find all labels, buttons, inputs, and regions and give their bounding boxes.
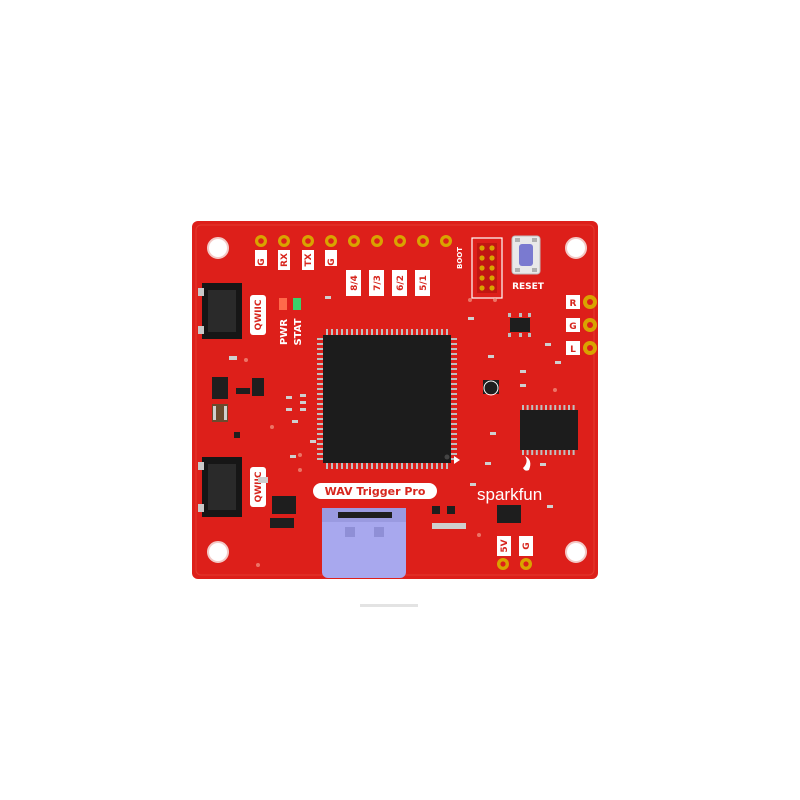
- mounting-hole: [565, 541, 587, 563]
- stat-led: [293, 298, 301, 310]
- reset-button[interactable]: [511, 235, 541, 275]
- sparkfun-logo: sparkfun: [477, 456, 542, 504]
- boot-label: BOOT: [456, 247, 464, 269]
- pin-label-g1: G: [257, 258, 267, 265]
- pin-label-5v: 5V: [500, 539, 510, 552]
- pwr-led: [279, 298, 287, 310]
- main-microcontroller: [317, 329, 457, 469]
- pin-label-g2: G: [327, 258, 337, 265]
- pin-label-tx: TX: [304, 253, 314, 266]
- qwiic-connector-bottom: [198, 457, 242, 517]
- reset-label: RESET: [512, 282, 545, 292]
- mounting-hole: [207, 237, 229, 259]
- qwiic-label-top: QWIIC: [254, 299, 264, 330]
- audio-dac-chip: [520, 405, 578, 455]
- boot-header: [471, 237, 503, 299]
- usb-c-connector: [322, 508, 406, 578]
- qwiic-connector-top: [198, 283, 242, 339]
- pin-label-8-4: 8/4: [350, 275, 360, 291]
- small-chip: [483, 380, 499, 394]
- header-labels-lower: 8/4 7/3 6/2 5/1: [346, 270, 430, 296]
- top-header-pins: [255, 235, 452, 247]
- qwiic-label-bottom-group: QWIIC: [250, 467, 266, 507]
- pin-label-g-audio: G: [569, 322, 576, 332]
- qwiic-label-bottom: QWIIC: [254, 471, 264, 502]
- pin-label-r: R: [570, 299, 577, 309]
- pin-label-5-1: 5/1: [419, 275, 429, 291]
- pin-label-rx: RX: [280, 253, 290, 267]
- pin-label-7-3: 7/3: [373, 275, 383, 291]
- product-label: WAV Trigger Pro: [313, 483, 437, 499]
- mounting-hole: [565, 237, 587, 259]
- pin-label-g-power: G: [522, 542, 532, 549]
- product-label-text: WAV Trigger Pro: [325, 485, 426, 498]
- brand-name: sparkfun: [477, 485, 542, 504]
- audio-output-pins: R G L: [566, 295, 597, 355]
- power-pins: 5V G: [497, 536, 533, 570]
- pin-label-6-2: 6/2: [396, 275, 406, 291]
- pwr-label: PWR: [279, 319, 290, 345]
- header-labels-upper: G RX TX G: [255, 250, 337, 270]
- pin-label-l: L: [570, 345, 576, 355]
- mounting-hole: [207, 541, 229, 563]
- qwiic-label-top-group: QWIIC: [250, 295, 266, 335]
- stat-label: STAT: [293, 318, 304, 345]
